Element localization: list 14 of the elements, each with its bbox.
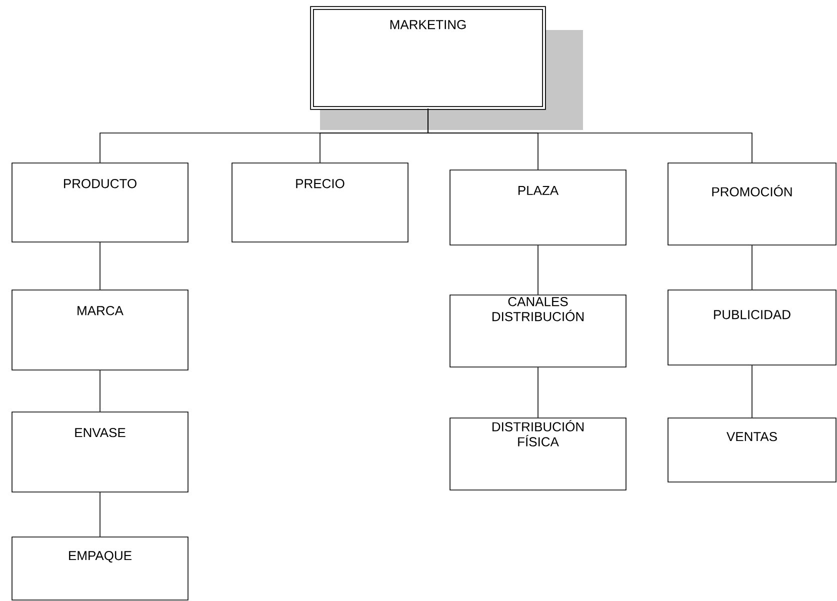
category-box: EMPAQUE xyxy=(12,536,188,600)
category-box: PLAZA xyxy=(450,170,626,246)
category-box: VENTAS xyxy=(668,418,836,482)
node-label: MARKETING xyxy=(390,20,466,30)
category-box: MARCA xyxy=(12,290,188,370)
category-box: DISTRIBUCIÓN FÍSICA xyxy=(450,418,626,490)
category-box: PRECIO xyxy=(232,162,408,242)
category-box: PUBLICIDAD xyxy=(668,290,836,366)
category-box: CANALES DISTRIBUCIÓN xyxy=(450,294,626,368)
title-box: MARKETING xyxy=(310,6,583,130)
category-box: PROMOCIÓN xyxy=(668,162,836,246)
connector-line xyxy=(428,108,752,163)
category-box: PRODUCTO xyxy=(12,162,188,242)
category-box: ENVASE xyxy=(12,412,188,492)
